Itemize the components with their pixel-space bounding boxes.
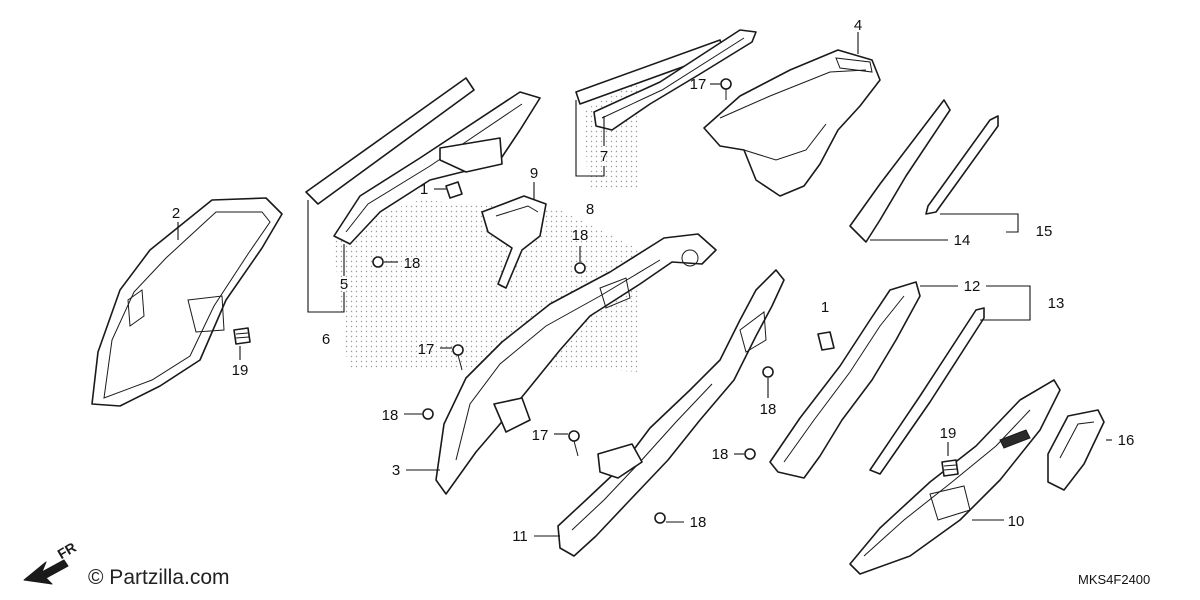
part-18-bolt-c[interactable] — [422, 408, 434, 420]
callout-14: 14 — [954, 232, 971, 249]
diagram-code: MKS4F2400 — [1078, 572, 1151, 587]
callout-5: 5 — [340, 276, 348, 293]
callout-3: 3 — [392, 462, 400, 479]
callout-11: 11 — [512, 528, 528, 545]
part-19-clip-right[interactable] — [941, 459, 959, 477]
part-18-bolt-f[interactable] — [654, 512, 666, 524]
callout-18-c: 18 — [382, 407, 399, 424]
part-1-clip-lower[interactable] — [817, 331, 835, 351]
part-13-molding-right[interactable] — [869, 307, 985, 475]
callout-17-middle: 17 — [418, 341, 435, 358]
callout-labels: 1 1 2 3 4 5 6 7 8 9 10 11 12 13 14 15 16… — [172, 17, 1135, 545]
part-18-bolt-a[interactable] — [372, 256, 384, 268]
part-14-trim-right-upper[interactable] — [849, 99, 951, 243]
part-18-bolt-d[interactable] — [762, 366, 774, 378]
callout-15: 15 — [1036, 223, 1053, 240]
callout-18-f: 18 — [690, 514, 707, 531]
part-15-molding-right-upper[interactable] — [925, 115, 999, 215]
part-18-bolt-e[interactable] — [744, 448, 756, 460]
callout-7: 7 — [600, 148, 608, 165]
callout-17-top: 17 — [690, 76, 707, 93]
part-16-garnish[interactable] — [1047, 409, 1105, 491]
callout-13: 13 — [1048, 295, 1065, 312]
callout-4: 4 — [854, 17, 862, 34]
leader-lines — [177, 32, 1112, 537]
callout-9: 9 — [530, 165, 538, 182]
callout-12: 12 — [964, 278, 981, 295]
callout-8: 8 — [586, 201, 594, 218]
part-17-screw-middle[interactable] — [452, 344, 464, 371]
part-9-bracket[interactable] — [481, 195, 547, 289]
front-label: FR — [55, 539, 79, 562]
callout-19-left: 19 — [232, 362, 249, 379]
part-17-screw-top[interactable] — [720, 78, 732, 100]
part-3-body-cover-left[interactable] — [435, 233, 717, 495]
part-19-clip-left[interactable] — [233, 327, 251, 345]
part-4-rear-center-cover[interactable] — [703, 49, 881, 197]
part-18-bolt-b[interactable] — [574, 262, 586, 274]
part-1-clip-upper[interactable] — [445, 181, 463, 199]
part-2-side-cover[interactable] — [91, 197, 283, 407]
part-5-upper-cover-left[interactable] — [333, 91, 541, 245]
part-6-strip-left[interactable] — [305, 77, 475, 205]
callout-6: 6 — [322, 331, 330, 348]
part-10-lower-cover-right[interactable] — [849, 379, 1061, 575]
part-12-panel-right[interactable] — [769, 281, 921, 479]
callout-10: 10 — [1008, 513, 1025, 530]
callout-19-right: 19 — [940, 425, 957, 442]
callout-2: 2 — [172, 205, 180, 222]
watermark: © Partzilla.com — [88, 566, 230, 589]
callout-18-e: 18 — [712, 446, 729, 463]
front-direction-arrow-icon: FR — [23, 539, 79, 585]
callout-16: 16 — [1118, 432, 1135, 449]
callout-1-lower: 1 — [821, 299, 829, 316]
part-11-lower-center-cover[interactable] — [557, 269, 785, 557]
callout-17-lower: 17 — [532, 427, 549, 444]
callout-18-d: 18 — [760, 401, 777, 418]
part-17-screw-lower[interactable] — [568, 430, 580, 457]
callout-18-b: 18 — [572, 227, 589, 244]
callout-18-a: 18 — [404, 255, 421, 272]
callout-1-upper: 1 — [420, 181, 428, 198]
